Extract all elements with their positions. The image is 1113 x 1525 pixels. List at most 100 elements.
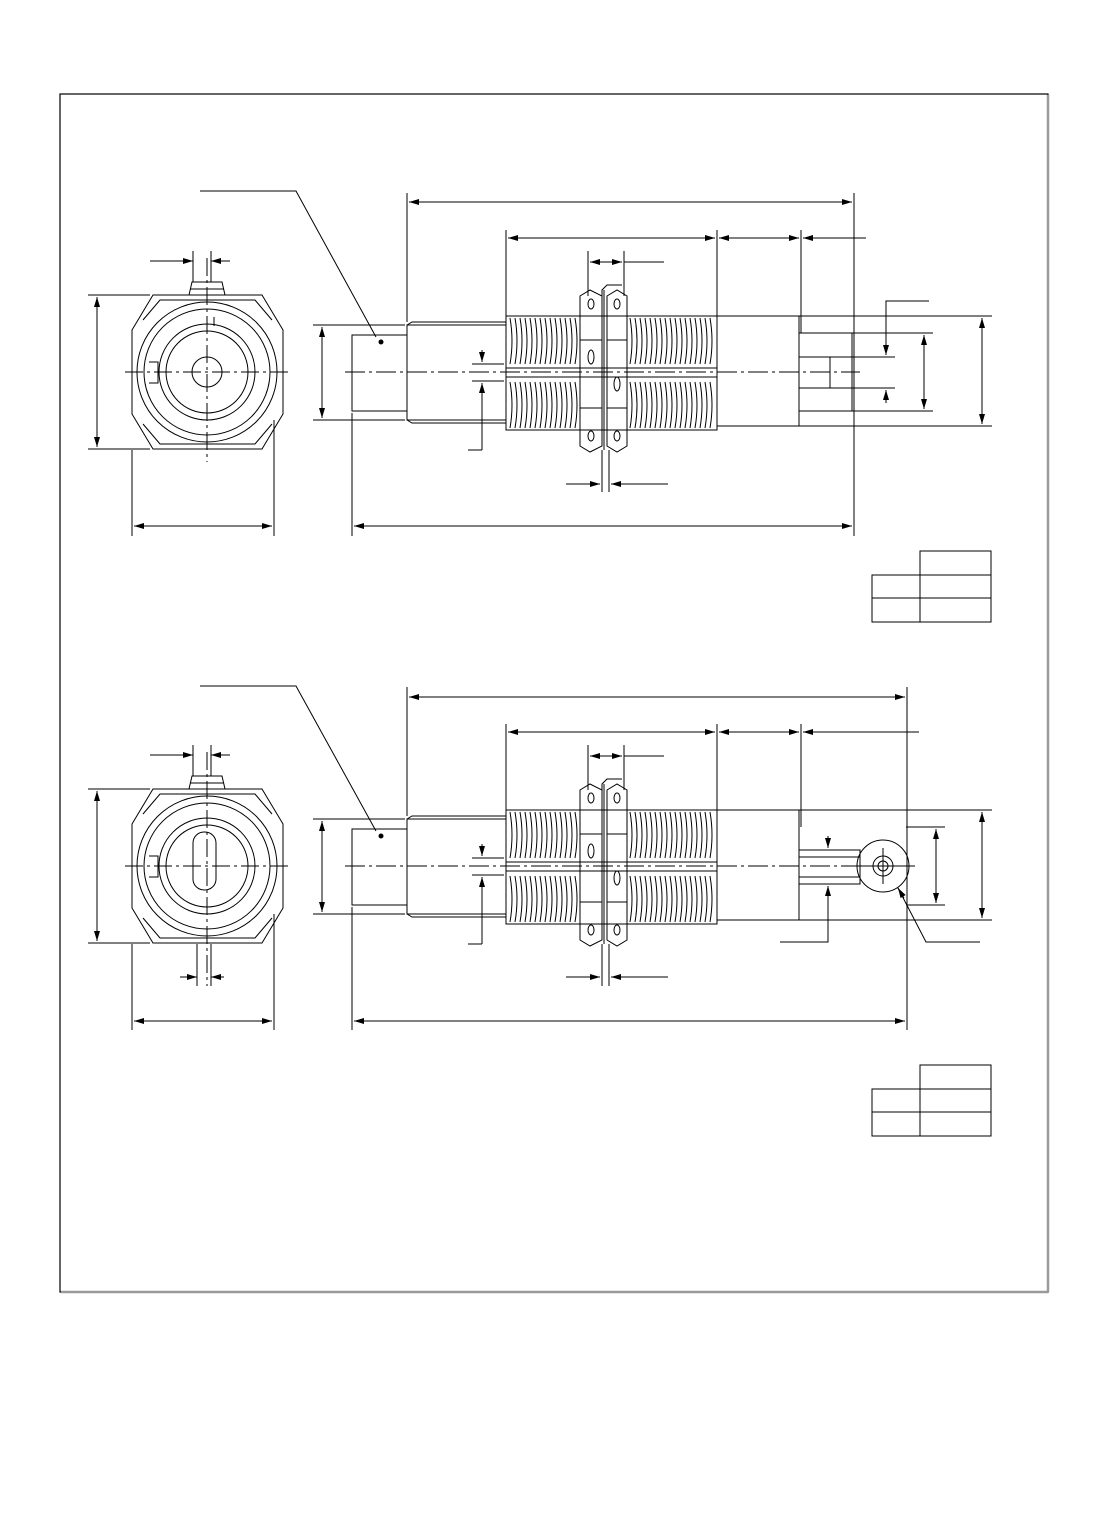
thread-stroke [689, 811, 693, 859]
threaded-barrel [505, 809, 718, 925]
thread-stroke [549, 875, 553, 923]
thread-stroke [664, 317, 668, 365]
thread-stroke [704, 875, 708, 923]
thread-stroke [559, 381, 563, 429]
thread-stroke [699, 875, 703, 923]
front-sleeve [716, 315, 800, 427]
thread-stroke [549, 381, 553, 429]
thread-stroke [534, 875, 538, 923]
thread-stroke [639, 811, 643, 859]
lower-end-view [88, 745, 290, 1030]
thread-stroke [539, 811, 543, 859]
thread-stroke [669, 875, 673, 923]
thread-stroke [634, 811, 638, 859]
thread-stroke [509, 317, 513, 365]
thread-stroke [549, 811, 553, 859]
thread-stroke [699, 811, 703, 859]
thread-stroke [674, 811, 678, 859]
thread-stroke [639, 875, 643, 923]
thread-stroke [694, 811, 698, 859]
thread-stroke [569, 317, 573, 365]
thread-stroke [634, 381, 638, 429]
thread-stroke [564, 811, 568, 859]
thread-stroke [629, 381, 633, 429]
thread-stroke [524, 381, 528, 429]
thread-stroke [544, 811, 548, 859]
thread-stroke [519, 811, 523, 859]
thread-stroke [654, 875, 658, 923]
thread-stroke [514, 317, 518, 365]
thread-stroke [649, 811, 653, 859]
thread-stroke [684, 811, 688, 859]
thread-stroke [704, 381, 708, 429]
thread-stroke [559, 875, 563, 923]
thread-stroke [559, 811, 563, 859]
thread-stroke [529, 381, 533, 429]
thread-stroke [709, 381, 713, 429]
threaded-barrel [505, 315, 718, 431]
thread-stroke [544, 381, 548, 429]
thread-stroke [524, 317, 528, 365]
thread-stroke [674, 875, 678, 923]
thread-stroke [629, 875, 633, 923]
thread-stroke [539, 381, 543, 429]
thread-stroke [644, 811, 648, 859]
thread-stroke [639, 317, 643, 365]
lower-assembly-view [88, 685, 992, 1137]
thread-stroke [569, 381, 573, 429]
thread-stroke [689, 317, 693, 365]
roller-arm [799, 849, 861, 885]
thread-stroke [709, 811, 713, 859]
thread-stroke [694, 317, 698, 365]
thread-stroke [709, 875, 713, 923]
thread-stroke [644, 317, 648, 365]
thread-stroke [554, 381, 558, 429]
lower-dimensions [313, 687, 992, 1030]
upper-assembly-view [88, 190, 992, 623]
thread-stroke [509, 811, 513, 859]
thread-stroke [634, 317, 638, 365]
thread-stroke [664, 811, 668, 859]
thread-stroke [709, 317, 713, 365]
thread-stroke [574, 381, 578, 429]
thread-stroke [694, 381, 698, 429]
thread-stroke [574, 811, 578, 859]
thread-stroke [649, 875, 653, 923]
thread-stroke [699, 381, 703, 429]
thread-stroke [524, 875, 528, 923]
thread-stroke [519, 875, 523, 923]
thread-stroke [699, 317, 703, 365]
thread-stroke [679, 875, 683, 923]
thread-stroke [514, 381, 518, 429]
thread-stroke [544, 317, 548, 365]
thread-stroke [534, 381, 538, 429]
thread-stroke [694, 875, 698, 923]
thread-stroke [519, 381, 523, 429]
thread-stroke [659, 381, 663, 429]
thread-stroke [534, 811, 538, 859]
thread-stroke [689, 875, 693, 923]
thread-stroke [674, 381, 678, 429]
thread-stroke [649, 317, 653, 365]
thread-stroke [544, 875, 548, 923]
thread-stroke [549, 317, 553, 365]
thread-stroke [529, 811, 533, 859]
thread-pattern [509, 811, 713, 923]
lower-side-view [345, 778, 915, 947]
hex-nut-outline [131, 788, 284, 944]
thread-stroke [519, 317, 523, 365]
thread-stroke [554, 875, 558, 923]
thread-stroke [564, 875, 568, 923]
thread-stroke [554, 317, 558, 365]
thread-stroke [529, 317, 533, 365]
hex-nut-outline [131, 294, 284, 450]
thread-stroke [574, 317, 578, 365]
thread-stroke [654, 811, 658, 859]
thread-stroke [634, 875, 638, 923]
thread-stroke [669, 811, 673, 859]
upper-end-view [88, 251, 290, 536]
thread-stroke [629, 317, 633, 365]
thread-stroke [669, 381, 673, 429]
thread-stroke [669, 317, 673, 365]
